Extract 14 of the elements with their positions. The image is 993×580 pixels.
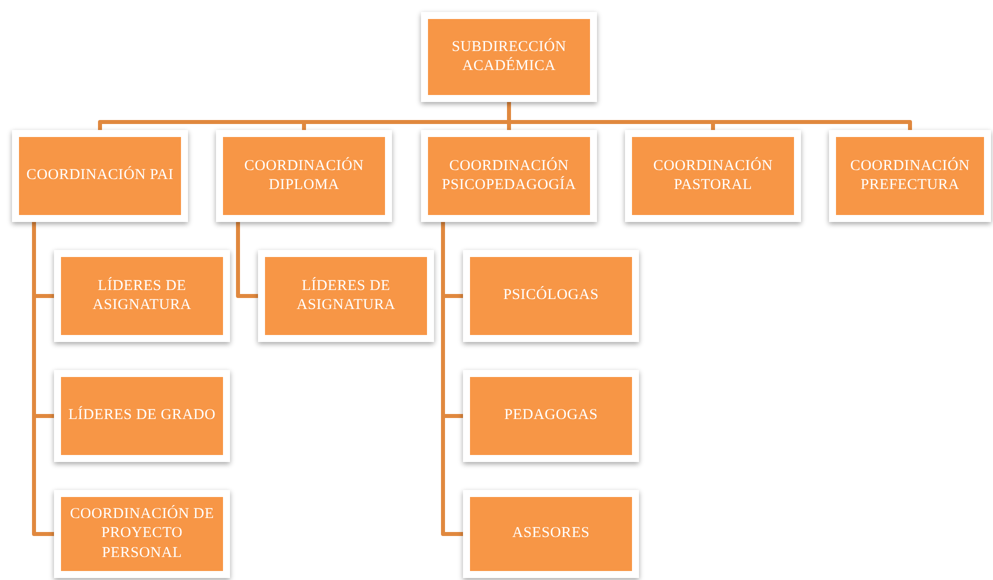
box-label: COORDINACIÓN DIPLOMA xyxy=(243,156,365,195)
box-label: SUBDIRECCIÓN ACADÉMICA xyxy=(450,38,568,76)
box-label: PSICÓLOGAS xyxy=(503,286,599,306)
box-label: COORDINACIÓN PAI xyxy=(26,166,174,186)
connector-line xyxy=(236,220,260,298)
box-label: COORDINACIÓN PSICOPEDAGOGÍA xyxy=(440,156,578,195)
box-label: LÍDERES DE GRADO xyxy=(68,406,216,426)
box-label: LÍDERES DE ASIGNATURA xyxy=(296,276,396,315)
box-label: LÍDERES DE ASIGNATURA xyxy=(92,276,192,315)
box-label: COORDINACIÓN DE PROYECTO PERSONAL xyxy=(68,504,216,563)
box-label: PEDAGOGAS xyxy=(504,406,598,426)
box-label: ASESORES xyxy=(512,524,590,544)
box-label: COORDINACIÓN PASTORAL xyxy=(652,156,774,195)
box-label: COORDINACIÓN PREFECTURA xyxy=(849,156,971,195)
